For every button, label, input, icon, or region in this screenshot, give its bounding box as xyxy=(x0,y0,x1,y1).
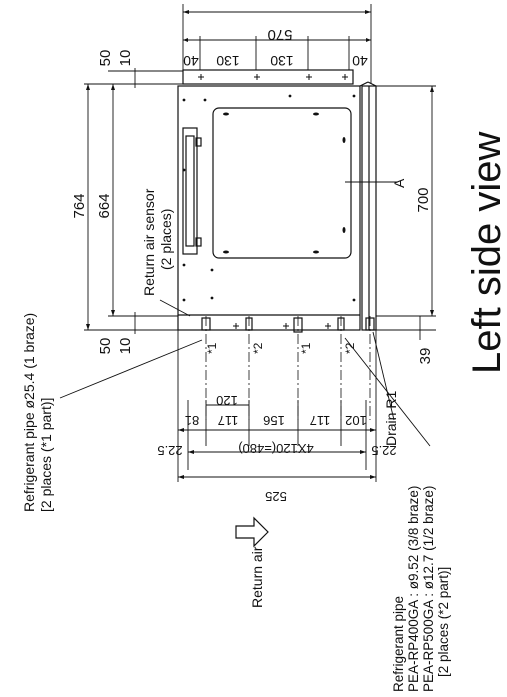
control-box xyxy=(182,127,198,255)
access-panel xyxy=(212,107,352,259)
marker-star1-a: *1 xyxy=(205,342,219,354)
marker-star2-b: *2 xyxy=(343,342,357,354)
dim-22-5b: 22.5 xyxy=(371,443,396,458)
dim-120: 120 xyxy=(216,393,238,408)
dim-top-seg-3: 130 xyxy=(270,53,294,69)
marker-star1-b: *1 xyxy=(299,342,313,354)
dim-81: 81 xyxy=(185,413,199,428)
dim-764: 764 xyxy=(71,193,88,218)
dim-50-top: 50 xyxy=(97,50,114,67)
dim-10-top: 10 xyxy=(117,50,134,67)
dim-4x120: 4X120(=480) xyxy=(238,441,314,456)
dim-top-seg-4: 40 xyxy=(352,53,368,69)
dim-top-seg-2: 130 xyxy=(216,53,240,69)
ref-pipe-small-line3: PEA-RP500GA : ø12.7 (1/2 braze) xyxy=(421,486,436,692)
ref-pipe-small-line1: Refrigerant pipe xyxy=(391,596,406,692)
return-air-arrow xyxy=(235,516,269,548)
return-air-label: Return air xyxy=(249,546,265,608)
dim-10-bottom: 10 xyxy=(117,338,134,355)
ref-pipe-small-line4: [2 places (*2 part)] xyxy=(436,567,451,677)
marker-star2-a: *2 xyxy=(251,342,265,354)
dim-117a: 117 xyxy=(218,413,239,428)
view-title: Left side view xyxy=(465,132,507,374)
drain-label: Drain R1 xyxy=(383,391,399,446)
point-a-label: A xyxy=(391,178,407,188)
dim-525: 525 xyxy=(265,489,287,504)
two-places-label: (2 places) xyxy=(158,209,174,270)
unit-body xyxy=(177,85,361,331)
dim-top-seg-1: 40 xyxy=(183,53,199,69)
dim-102: 102 xyxy=(345,413,367,428)
dim-top-total: 570 xyxy=(267,26,292,43)
dim-39: 39 xyxy=(417,348,434,365)
return-air-sensor-label: Return air sensor xyxy=(141,188,157,296)
ref-pipe-large-line1: Refrigerant pipe ø25.4 (1 braze) xyxy=(21,313,37,512)
dim-700: 700 xyxy=(415,187,432,212)
dim-50-bottom: 50 xyxy=(97,338,114,355)
dim-117b: 117 xyxy=(310,413,331,428)
ref-pipe-small-line2: PEA-RP400GA : ø9.52 (3/8 braze) xyxy=(406,486,421,692)
dim-156: 156 xyxy=(263,413,285,428)
top-flange xyxy=(182,69,354,85)
dim-22-5a: 22.5 xyxy=(157,443,182,458)
ref-pipe-large-line2: [2 places (*1 part)] xyxy=(38,398,54,512)
dim-664: 664 xyxy=(96,193,113,218)
